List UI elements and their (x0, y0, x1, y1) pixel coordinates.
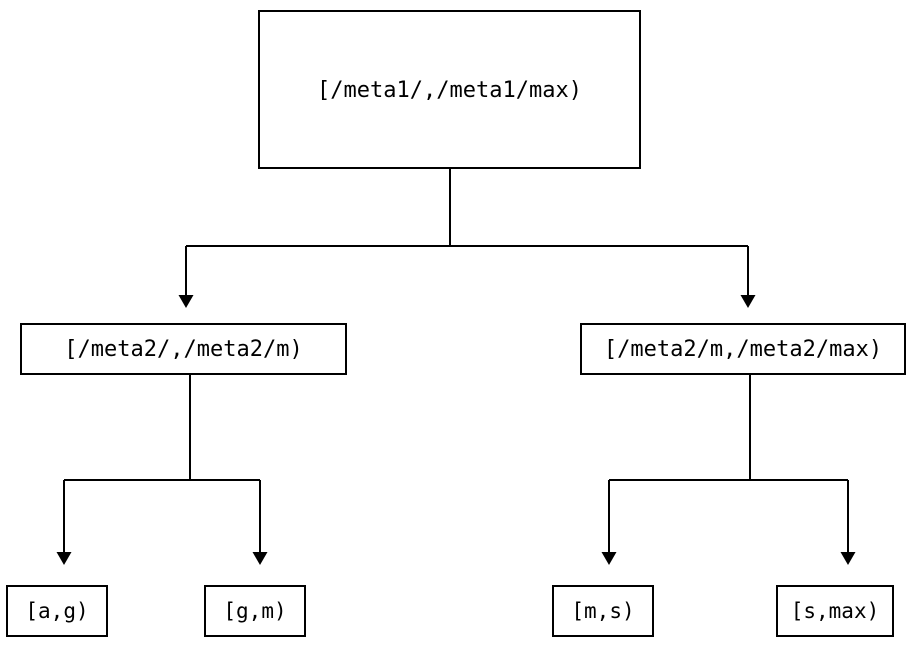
node-leaf-a-g[interactable]: [a,g) (6, 585, 108, 637)
node-leaf-s-max[interactable]: [s,max) (776, 585, 894, 637)
node-mid-left-box[interactable] (20, 323, 347, 375)
arrow-head-to-leaf-m-s (601, 552, 617, 565)
arrow-head-to-mid-right (740, 295, 756, 308)
node-leaf-m-s[interactable]: [m,s) (552, 585, 654, 637)
arrow-head-to-leaf-g-m (252, 552, 268, 565)
node-mid-right-label: [/meta2/m,/meta2/max) (604, 337, 882, 362)
node-mid-right-box[interactable] (580, 323, 906, 375)
edge-group-midright-to-leaves (601, 374, 856, 565)
node-leaf-g-m-box[interactable] (204, 585, 306, 637)
node-mid-left[interactable]: [/meta2/,/meta2/m) (20, 323, 347, 375)
node-leaf-m-s-label: [m,s) (571, 599, 634, 623)
node-leaf-a-g-box[interactable] (6, 585, 108, 637)
node-leaf-s-max-box[interactable] (776, 585, 894, 637)
node-leaf-g-m[interactable]: [g,m) (204, 585, 306, 637)
node-mid-right[interactable]: [/meta2/m,/meta2/max) (580, 323, 906, 375)
node-mid-left-label: [/meta2/,/meta2/m) (64, 337, 302, 362)
edge-group-midleft-to-leaves (56, 374, 268, 565)
arrow-head-to-leaf-a-g (56, 552, 72, 565)
node-root-label: [/meta1/,/meta1/max) (317, 78, 582, 103)
node-leaf-a-g-label: [a,g) (25, 599, 88, 623)
arrow-head-to-leaf-s-max (840, 552, 856, 565)
node-root[interactable]: [/meta1/,/meta1/max) (258, 10, 641, 169)
edge-group-root-to-mid (178, 168, 756, 308)
arrow-head-to-mid-left (178, 295, 194, 308)
node-root-box[interactable] (258, 10, 641, 169)
node-leaf-m-s-box[interactable] (552, 585, 654, 637)
node-leaf-g-m-label: [g,m) (223, 599, 286, 623)
node-leaf-s-max-label: [s,max) (791, 599, 880, 623)
